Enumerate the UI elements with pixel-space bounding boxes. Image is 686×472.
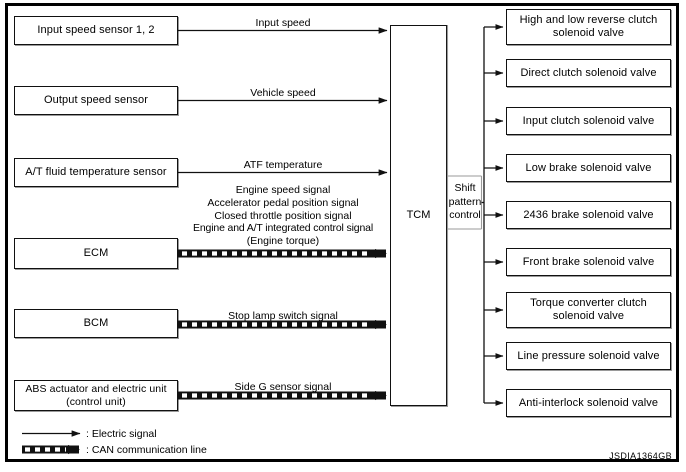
input-box-label: ECM [83, 247, 109, 260]
signal-label-vehicle-speed: Vehicle speed [178, 87, 388, 100]
output-line: solenoid valve [552, 27, 625, 39]
signal-line: Engine and A/T integrated control signal [192, 222, 374, 235]
output-box-line-pressure-solenoid-valve: Line pressure solenoid valve [506, 342, 671, 370]
input-box-label-text: ABS actuator and electric unit (control … [25, 383, 167, 408]
input-box-ecm: ECM [14, 238, 178, 269]
output-box-anti-interlock-solenoid-valve: Anti-interlock solenoid valve [506, 389, 671, 417]
output-line: High and low reverse clutch [519, 14, 658, 27]
signal-line: (Engine torque) [246, 235, 320, 248]
input-box-label: A/T fluid temperature sensor [25, 166, 167, 179]
output-box-label: Anti-interlock solenoid valve [518, 396, 659, 409]
figure-id-code: JSDIA1364GB [609, 451, 672, 461]
shift-pattern-line: control [449, 209, 481, 222]
diagram-frame [5, 3, 679, 462]
input-box-label: BCM [83, 317, 109, 330]
output-box-label: Input clutch solenoid valve [522, 114, 655, 127]
signal-text: Input speed [255, 17, 311, 29]
tcm-label-text: TCM [406, 209, 431, 221]
signal-label-atf-temperature: ATF temperature [178, 159, 388, 172]
legend-text: : CAN communication line [86, 444, 207, 456]
output-box-direct-clutch-solenoid-valve: Direct clutch solenoid valve [506, 59, 671, 87]
input-box-label: Output speed sensor [43, 94, 149, 107]
legend-item-can-line-text: : CAN communication line [86, 444, 207, 456]
signal-label-side-g-sensor: Side G sensor signal [178, 381, 388, 394]
output-box-label: Front brake solenoid valve [522, 255, 655, 268]
signal-text: Vehicle speed [250, 87, 316, 99]
output-box-low-brake-solenoid-valve: Low brake solenoid valve [506, 154, 671, 182]
shift-pattern-control-label: Shift pattern control [448, 182, 482, 223]
input-box-label: ABS actuator and electric unit (control … [15, 383, 177, 407]
output-box-label: 2436 brake solenoid valve [523, 208, 654, 221]
signal-label-ecm-signals: Engine speed signal Accelerator pedal po… [172, 184, 394, 248]
output-box-label: Direct clutch solenoid valve [520, 66, 657, 79]
signal-text: Stop lamp switch signal [228, 310, 338, 322]
output-box-front-brake-solenoid-valve: Front brake solenoid valve [506, 248, 671, 276]
signal-label-input-speed: Input speed [178, 17, 388, 30]
tcm-label: TCM [390, 209, 447, 221]
signal-line: Closed throttle position signal [214, 209, 352, 222]
output-line: Torque converter clutch [530, 297, 647, 310]
tcm-box [390, 25, 447, 406]
signal-line: Accelerator pedal position signal [207, 196, 359, 209]
signal-text: Side G sensor signal [234, 381, 332, 393]
shift-pattern-line: Shift [454, 182, 476, 194]
output-box-label: High and low reverse clutch solenoid val… [520, 14, 658, 39]
legend-item-electric-signal-text: : Electric signal [86, 428, 157, 440]
input-box-bcm: BCM [14, 309, 178, 338]
output-box-high-and-low-reverse-clutch-solenoid-valve: High and low reverse clutch solenoid val… [506, 9, 671, 45]
output-box-label: Line pressure solenoid valve [517, 349, 660, 362]
output-box-label: Torque converter clutch solenoid valve [530, 297, 647, 322]
shift-pattern-line: pattern [448, 195, 482, 208]
signal-text: ATF temperature [243, 159, 323, 171]
input-box-abs-actuator-and-electric-unit: ABS actuator and electric unit (control … [14, 380, 178, 411]
legend-text: : Electric signal [86, 428, 157, 440]
output-box-torque-converter-clutch-solenoid-valve: Torque converter clutch solenoid valve [506, 292, 671, 328]
input-box-input-speed-sensor: Input speed sensor 1, 2 [14, 16, 178, 45]
output-line: solenoid valve [552, 310, 625, 322]
signal-label-stop-lamp-switch: Stop lamp switch signal [178, 310, 388, 323]
signal-line: Engine speed signal [235, 184, 331, 196]
input-box-label: Input speed sensor 1, 2 [37, 24, 155, 37]
input-box-at-fluid-temperature-sensor: A/T fluid temperature sensor [14, 158, 178, 187]
output-box-label: Low brake solenoid valve [525, 161, 652, 174]
output-box-input-clutch-solenoid-valve: Input clutch solenoid valve [506, 107, 671, 135]
input-box-output-speed-sensor: Output speed sensor [14, 86, 178, 115]
output-box-2436-brake-solenoid-valve: 2436 brake solenoid valve [506, 201, 671, 229]
